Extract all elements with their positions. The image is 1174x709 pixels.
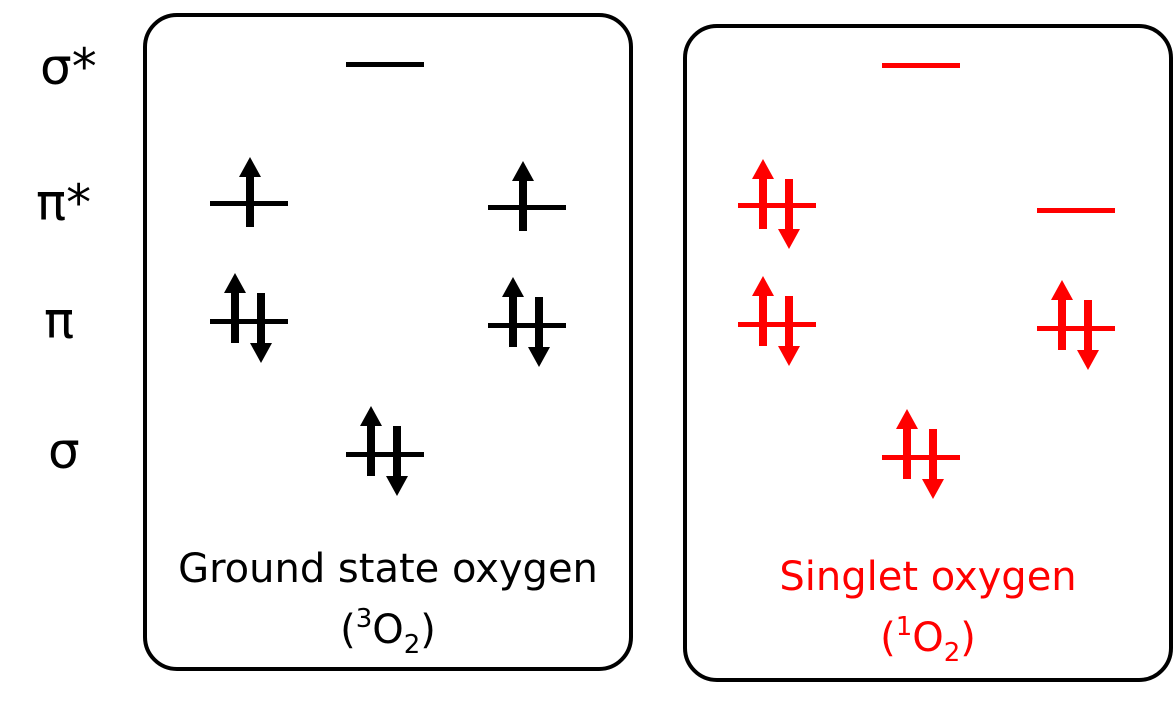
label-pi: π (44, 292, 75, 350)
ground-pi-right-up-arrow (502, 277, 524, 347)
label-sigma: σ (48, 422, 80, 480)
ground-pi-star-left-up-arrow (239, 157, 261, 227)
ground-pi-left-down-arrow (250, 293, 272, 363)
singlet-pi-left-down-arrow (778, 296, 800, 366)
ground-state-caption-line1: Ground state oxygen (178, 546, 598, 592)
ground-formula-element: O (372, 607, 404, 653)
ground-formula-subscript: 2 (403, 630, 421, 660)
ground-sigma-level (346, 452, 424, 457)
singlet-sigma-up-arrow (896, 409, 918, 479)
ground-sigma-up-arrow (360, 406, 382, 476)
singlet-pi-right-up-arrow (1051, 280, 1073, 350)
singlet-sigma-level (882, 455, 960, 460)
ground-state-caption: Ground state oxygen (3O2) (147, 544, 629, 670)
singlet-formula-subscript: 2 (943, 638, 961, 668)
singlet-oxygen-caption-formula: (1O2) (687, 602, 1169, 678)
ground-formula-superscript: 3 (355, 604, 373, 634)
singlet-pi-left-up-arrow (752, 276, 774, 346)
ground-state-panel: Ground state oxygen (3O2) (143, 13, 633, 671)
label-sigma-star: σ* (40, 38, 97, 96)
singlet-pi-level-right (1037, 326, 1115, 331)
singlet-oxygen-caption: Singlet oxygen (1O2) (687, 552, 1169, 678)
label-pi-star: π* (36, 174, 92, 232)
singlet-formula-element: O (912, 615, 944, 661)
singlet-pi-star-level-right (1037, 208, 1115, 213)
singlet-pi-star-level-left (738, 203, 816, 208)
ground-pi-left-up-arrow (224, 273, 246, 343)
ground-sigma-down-arrow (386, 426, 408, 496)
singlet-formula-close-paren: ) (960, 615, 976, 661)
ground-pi-right-down-arrow (528, 297, 550, 367)
ground-formula-close-paren: ) (420, 607, 436, 653)
singlet-pi-star-left-up-arrow (752, 159, 774, 229)
ground-pi-level-right (488, 323, 566, 328)
singlet-formula-superscript: 1 (895, 612, 913, 642)
singlet-sigma-down-arrow (922, 429, 944, 499)
ground-pi-level-left (210, 319, 288, 324)
ground-formula-open-paren: ( (340, 607, 356, 653)
ground-state-caption-formula: (3O2) (147, 594, 629, 670)
ground-pi-star-right-up-arrow (512, 161, 534, 231)
singlet-oxygen-caption-line1: Singlet oxygen (779, 554, 1077, 600)
singlet-oxygen-panel: Singlet oxygen (1O2) (683, 24, 1173, 682)
singlet-pi-right-down-arrow (1077, 300, 1099, 370)
ground-sigma-star-level (346, 62, 424, 67)
singlet-sigma-star-level (882, 63, 960, 68)
singlet-pi-star-left-down-arrow (778, 179, 800, 249)
singlet-formula-open-paren: ( (880, 615, 896, 661)
singlet-pi-level-left (738, 322, 816, 327)
